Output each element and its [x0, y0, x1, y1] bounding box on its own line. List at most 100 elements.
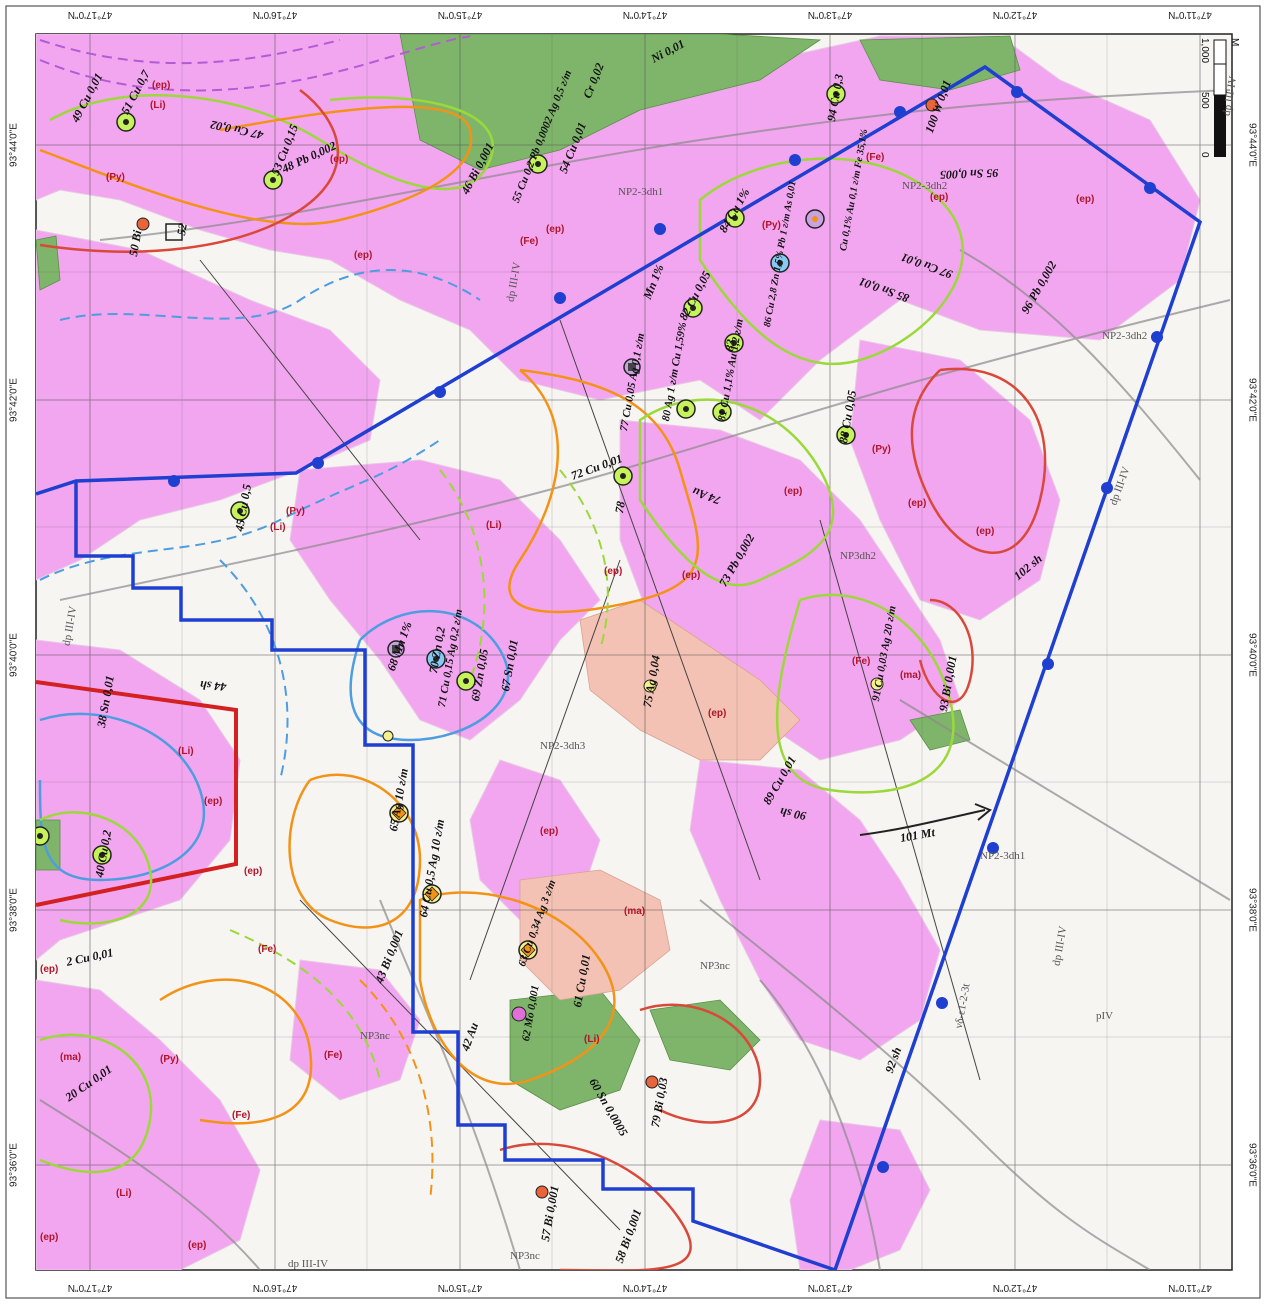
study-area-boundary — [36, 64, 1203, 1270]
alteration-tag: (ep) — [604, 566, 623, 577]
alteration-tag: (Py) — [106, 172, 125, 183]
sample-point-52 — [165, 223, 183, 241]
alteration-tag: (Fe) — [258, 944, 277, 955]
alteration-tag: (Py) — [872, 444, 891, 455]
geo-unit-label: NP2-3dh2 — [1102, 330, 1148, 342]
alteration-tag: (ep) — [930, 192, 949, 203]
geo-unit-label: pIV — [1096, 1010, 1114, 1022]
scale-label-500: 500 — [1199, 92, 1210, 109]
alteration-tag: (Fe) — [520, 236, 539, 247]
alteration-tag: (Fe) — [232, 1110, 251, 1121]
alteration-tag: (ep) — [976, 526, 995, 537]
sample-point-purple — [387, 209, 825, 1022]
alteration-tag: (ep) — [40, 1232, 59, 1243]
lat-label-top: 47°11'0"N — [1168, 9, 1212, 20]
alteration-tag: (ma) — [60, 1052, 82, 1063]
alteration-tag: (ep) — [908, 498, 927, 509]
scale-unit: M — [1229, 38, 1240, 47]
lat-label-bottom: 47°11'0"N — [1168, 1282, 1212, 1293]
lat-label-top: 47°12'0"N — [992, 9, 1038, 20]
alteration-tag: (ma) — [624, 906, 646, 917]
sample-point-yellow — [382, 677, 884, 960]
fault-lines — [39, 89, 1231, 1270]
geo-unit-label: NP2-3dh2 — [902, 180, 948, 192]
lon-label-left: 93°42'0"E — [8, 378, 20, 422]
boundary-tick-marks — [168, 86, 1163, 1173]
alteration-tag: (Li) — [150, 100, 166, 111]
geo-unit-label: NP3dh2 — [840, 550, 877, 562]
geo-unit-label: NP2-3dh3 — [540, 740, 586, 752]
arrow-101 — [859, 803, 992, 836]
alteration-tag: (ep) — [152, 80, 171, 91]
lat-label-top: 47°15'0"N — [437, 9, 483, 20]
graticule — [36, 34, 1232, 1270]
annotation: 44 sh — [199, 677, 227, 695]
alteration-tag: (Fe) — [324, 1050, 343, 1061]
geo-unit-label: NP3nc — [700, 960, 730, 972]
lat-label-top: 47°14'0"N — [622, 9, 668, 20]
lat-label-top: 47°13'0"N — [807, 9, 853, 20]
lon-label-left: 93°36'0"E — [8, 1143, 20, 1187]
alteration-tag: (ep) — [784, 486, 803, 497]
alteration-tag: (Fe) — [866, 152, 885, 163]
sample-point-blue — [426, 253, 790, 669]
lat-label-bottom: 47°13'0"N — [807, 1282, 853, 1293]
sample-point-green — [36, 84, 856, 865]
alteration-tag: (Li) — [116, 1188, 132, 1199]
sample-point-orange — [136, 98, 939, 1199]
alteration-tag: (Py) — [160, 1054, 179, 1065]
alteration-tag: (ep) — [40, 964, 59, 975]
lon-label-right: 93°38'0"E — [1246, 888, 1258, 932]
lon-label-right: 93°44'0"E — [1246, 123, 1258, 167]
lon-label-right: 93°36'0"E — [1246, 1143, 1258, 1187]
lon-label-right: 93°42'0"E — [1246, 378, 1258, 422]
geo-unit-label: NP2-3dh1 — [980, 850, 1026, 862]
geo-unit-label: dp III-IV — [288, 1258, 329, 1270]
geo-unit-label: NP3nc — [360, 1030, 390, 1042]
lat-label-bottom: 47°16'0"N — [252, 1282, 298, 1293]
salmon-units — [519, 599, 801, 1001]
alteration-tag: (ep) — [682, 570, 701, 581]
scale-label-0: 0 — [1199, 152, 1210, 158]
alteration-tag: (ep) — [354, 250, 373, 261]
lat-label-bottom: 47°15'0"N — [437, 1282, 483, 1293]
pink-units — [36, 34, 1201, 1270]
alteration-tag: (ep) — [708, 708, 727, 719]
lat-label-bottom: 47°14'0"N — [622, 1282, 668, 1293]
lat-label-bottom: 47°12'0"N — [992, 1282, 1038, 1293]
green-units — [36, 34, 1021, 1111]
scale-bar — [1213, 39, 1227, 157]
lat-label-top: 47°17'0"N — [67, 9, 113, 20]
alteration-tag: (ep) — [330, 154, 349, 165]
alteration-tag: (Py) — [286, 506, 305, 517]
scale-label-1000: 1,000 — [1199, 38, 1210, 64]
dark-faults — [199, 259, 981, 1231]
annotation: 52 — [174, 222, 190, 237]
alteration-tag: (Li) — [270, 522, 286, 533]
alteration-tag: (Li) — [584, 1034, 600, 1045]
lon-label-left: 93°38'0"E — [8, 888, 20, 932]
lat-label-bottom: 47°17'0"N — [67, 1282, 113, 1293]
alteration-tag: (ep) — [540, 826, 559, 837]
geo-unit-label: NP2-3dh1 — [618, 186, 664, 198]
red-license-border — [36, 680, 238, 907]
anomaly-contours — [38, 89, 1047, 1270]
alteration-tag: (ma) — [900, 670, 922, 681]
alteration-tag: (Fe) — [852, 656, 871, 667]
lat-label-top: 47°16'0"N — [252, 9, 298, 20]
alteration-tag: (ep) — [1076, 194, 1095, 205]
alteration-tag: (ep) — [188, 1240, 207, 1251]
lon-label-left: 93°44'0"E — [8, 123, 20, 167]
alteration-tag: (ep) — [546, 224, 565, 235]
annotation: 95 Sn 0,005 — [939, 165, 999, 183]
annotation: 78 — [612, 500, 628, 515]
sample-points — [36, 84, 992, 1199]
alteration-tag: (Li) — [178, 746, 194, 757]
map-body — [36, 34, 1232, 1270]
geo-unit-label: NP3nc — [510, 1250, 540, 1262]
alteration-tag: (ep) — [244, 866, 263, 877]
lon-label-right: 93°40'0"E — [1246, 633, 1258, 677]
lon-label-left: 93°40'0"E — [8, 633, 20, 677]
alteration-tag: (ep) — [204, 796, 223, 807]
